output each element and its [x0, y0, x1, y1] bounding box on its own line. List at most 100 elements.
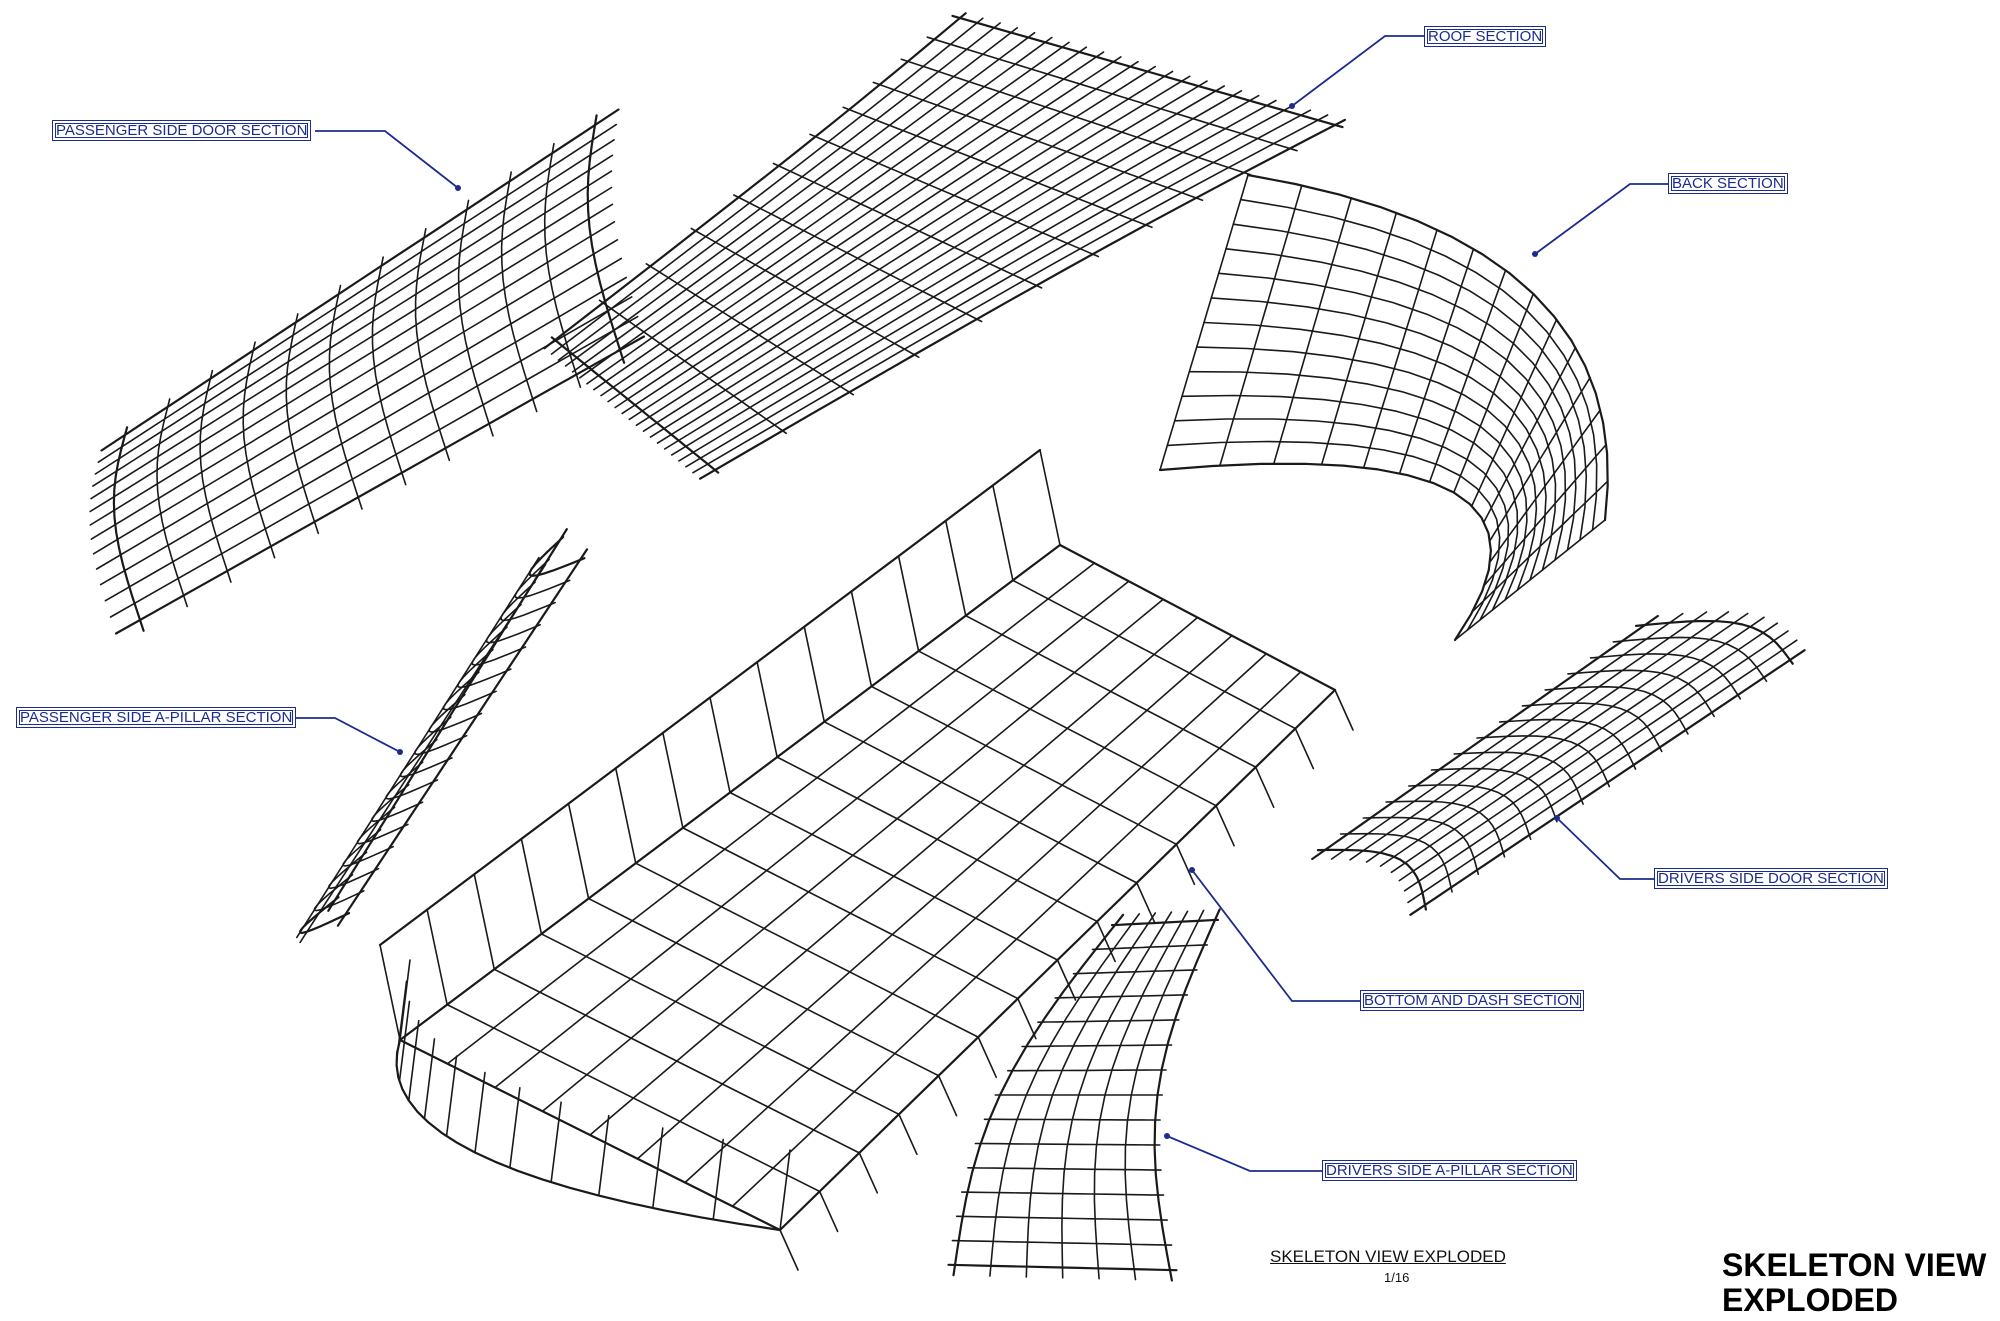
rib-u — [699, 118, 1346, 480]
dash-rib — [395, 980, 408, 1062]
back-stringer — [1362, 228, 1438, 469]
rib-v — [399, 738, 453, 778]
rib-v — [1408, 784, 1532, 840]
floor-rib-v — [917, 650, 1217, 807]
back-rib — [1203, 321, 1547, 581]
wall-post-right — [1175, 843, 1196, 886]
rib-v — [500, 171, 538, 413]
passenger-a-pillar-section — [296, 528, 589, 944]
rib-v — [961, 1191, 1165, 1196]
dash-rib — [651, 1127, 664, 1209]
dash-rib — [474, 1071, 486, 1154]
passenger-door-section — [89, 108, 646, 635]
floor-rib-v — [446, 1003, 821, 1193]
floor-rib-v — [729, 791, 1059, 961]
floor-rib-v — [964, 614, 1257, 768]
leader-roof-tip — [1289, 103, 1295, 109]
rib-u — [564, 27, 1019, 367]
back-stringer — [1453, 293, 1535, 494]
rib-v — [457, 199, 494, 437]
back-rib — [1158, 462, 1492, 642]
wall-post-right — [1135, 882, 1156, 924]
rib-v — [586, 114, 626, 364]
rib-u — [685, 109, 1312, 468]
rib-v — [442, 671, 497, 711]
rib-v — [385, 761, 439, 800]
back-rib — [1217, 272, 1567, 561]
wall-post-left — [614, 767, 637, 865]
rib-u — [607, 56, 1122, 403]
rib-v — [974, 1142, 1161, 1146]
rib-v — [328, 851, 380, 890]
wall-post-right — [1056, 959, 1077, 1001]
rib-v — [156, 398, 188, 608]
rib-v — [1544, 686, 1689, 735]
wall-post-left — [992, 484, 1014, 582]
drivers-a-pillar-section — [947, 908, 1221, 1282]
wall-post-left — [473, 873, 496, 971]
floor-rib-v — [870, 685, 1178, 846]
callout-passenger-side-a-pillar-section: PASSENGER SIDE A-PILLAR SECTION — [16, 707, 297, 728]
rib-v — [1339, 832, 1453, 893]
floor-rib-v — [540, 933, 900, 1116]
rib-u — [593, 46, 1088, 391]
back-stringer — [1489, 376, 1591, 542]
rib-v — [298, 896, 351, 934]
rib-u — [656, 90, 1243, 444]
rib-u — [550, 17, 984, 355]
sheet-title-line-2: EXPLODED — [1722, 1282, 1899, 1318]
leader-drivers-pillar-tip — [1164, 1133, 1170, 1139]
wall-post-right — [937, 1074, 958, 1117]
rib-v — [733, 194, 983, 323]
back-stringer — [1159, 174, 1249, 471]
floor-rib-v — [1012, 579, 1297, 730]
back-rib — [1188, 370, 1528, 601]
back-rib — [1232, 223, 1588, 541]
rib-v — [1362, 816, 1480, 876]
wall-rail-left — [378, 448, 1042, 947]
dash-rib — [398, 1000, 411, 1083]
back-rib — [1239, 198, 1598, 531]
rib-v — [199, 369, 232, 583]
rib-u — [571, 31, 1036, 373]
rib-u — [557, 22, 1001, 361]
wall-post-left — [379, 944, 401, 1041]
rib-v — [842, 106, 1153, 229]
floor-rib-v — [398, 1038, 782, 1232]
rib-v — [485, 603, 541, 644]
rib-v — [900, 58, 1252, 176]
callout-drivers-side-door-section: DRIVERS SIDE DOOR SECTION — [1654, 868, 1888, 889]
dash-rib — [423, 1038, 436, 1120]
wall-post-right — [1254, 766, 1275, 808]
rib-v — [809, 133, 1100, 258]
view-scale: 1/16 — [1384, 1270, 1410, 1285]
wall-post-right — [1294, 727, 1315, 770]
rib-v — [242, 341, 276, 559]
callout-passenger-side-door-section: PASSENGER SIDE DOOR SECTION — [52, 120, 312, 141]
back-stringer — [1489, 409, 1602, 563]
rib-v — [1453, 751, 1584, 805]
rib-v — [690, 227, 920, 358]
wall-post-left — [850, 590, 873, 688]
rib-v — [1521, 702, 1663, 753]
wall-post-left — [944, 519, 967, 617]
rib-v — [1430, 767, 1558, 823]
drivers-door-section — [1311, 611, 1806, 916]
rib-v — [457, 648, 512, 689]
leader-drivers-door — [1556, 817, 1658, 880]
floor-rib-v — [1058, 543, 1337, 692]
back-stringer — [1471, 318, 1558, 507]
dash-rib — [399, 959, 411, 1041]
rib-v — [1589, 653, 1742, 700]
dash-rib — [550, 1101, 562, 1184]
leader-back-tip — [1532, 251, 1538, 257]
wall-post-left — [662, 732, 684, 829]
wall-post-right — [858, 1152, 879, 1194]
rib-v — [371, 783, 424, 823]
rib-v — [514, 558, 571, 599]
rib-u — [109, 315, 639, 618]
leader-passenger-pillar — [296, 717, 401, 753]
rib-u — [621, 65, 1156, 415]
wall-post-right — [898, 1113, 918, 1156]
rib-u — [95, 257, 623, 570]
